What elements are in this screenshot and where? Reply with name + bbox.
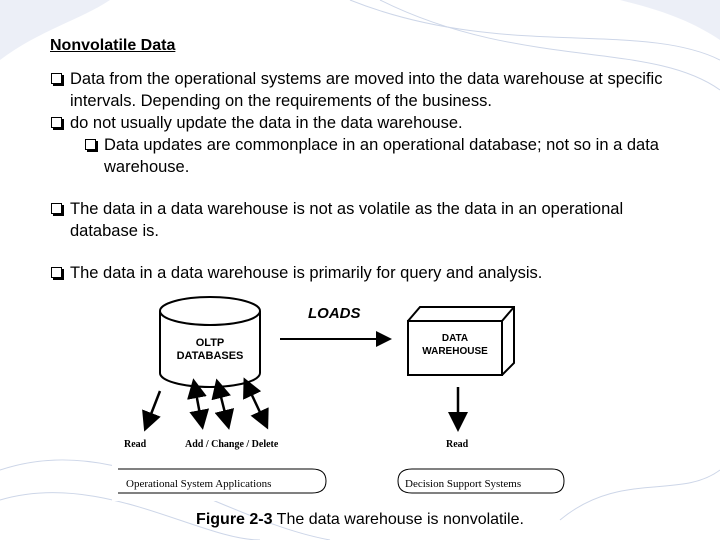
figure-number: Figure 2-3 (196, 511, 273, 528)
dw-label-line1: DATA (442, 333, 468, 344)
read-right-label: Read (446, 439, 469, 450)
add-change-delete-label: Add / Change / Delete (185, 439, 279, 450)
bullet-list: Data from the operational systems are mo… (50, 68, 690, 284)
data-warehouse-cube: DATA WAREHOUSE (407, 306, 515, 376)
bullet-text: Data from the operational systems are mo… (70, 70, 663, 110)
sub-bullet-item: Data updates are commonplace in an opera… (84, 134, 690, 178)
db-label-line2: DATABASES (177, 350, 244, 362)
oltp-database-cylinder: OLTP DATABASES (159, 296, 261, 388)
nonvolatile-figure: OLTP DATABASES LOADS DATA WAREHOUSE Read (112, 293, 567, 501)
bullet-box-icon (51, 73, 62, 84)
change-arrow-icon (211, 378, 235, 430)
figure-caption: Figure 2-3 The data warehouse is nonvola… (0, 511, 720, 529)
slide-title: Nonvolatile Data (50, 37, 176, 54)
db-label-line1: OLTP (196, 337, 225, 349)
bullet-box-icon (51, 203, 62, 214)
read-left-label: Read (124, 439, 147, 450)
bullet-item: The data in a data warehouse is primaril… (50, 262, 690, 284)
bullet-item: do not usually update the data in the da… (50, 112, 690, 134)
dw-label-line2: WAREHOUSE (422, 346, 488, 357)
bullet-item: Data from the operational systems are mo… (50, 68, 690, 112)
bullet-box-icon (51, 267, 62, 278)
bullet-box-icon (85, 139, 96, 150)
bullet-text: The data in a data warehouse is primaril… (70, 264, 543, 282)
read-arrow-icon (142, 390, 162, 432)
bullet-text: The data in a data warehouse is not as v… (70, 200, 624, 240)
bullet-text: Data updates are commonplace in an opera… (104, 136, 659, 176)
dss-label: Decision Support Systems (405, 478, 521, 490)
add-arrow-icon (187, 378, 210, 430)
bullet-item: The data in a data warehouse is not as v… (50, 198, 690, 242)
figure-diagram: OLTP DATABASES LOADS DATA WAREHOUSE Read (118, 296, 565, 494)
loads-label: LOADS (308, 305, 361, 322)
ops-apps-label: Operational System Applications (126, 478, 271, 490)
bullet-text: do not usually update the data in the da… (70, 114, 463, 132)
figure-caption-text: The data warehouse is nonvolatile. (272, 511, 524, 528)
delete-arrow-icon (243, 377, 269, 430)
bullet-box-icon (51, 117, 62, 128)
